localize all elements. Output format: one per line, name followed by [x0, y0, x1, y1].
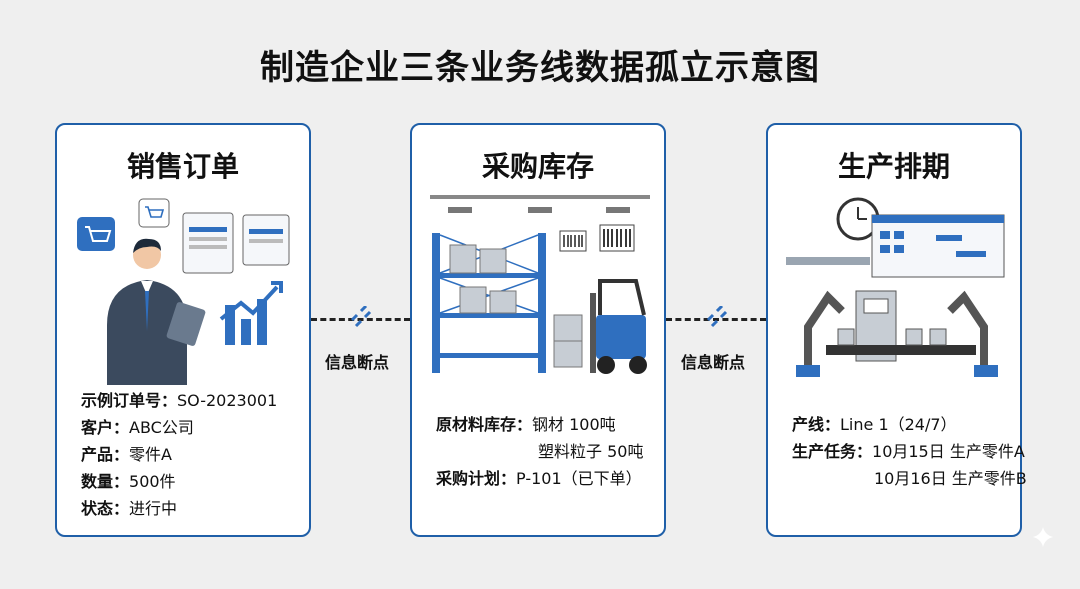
task-row: 10月16日 生产零件B [874, 469, 1027, 488]
broken-link-icon [706, 306, 728, 328]
sales-row: 状态：进行中 [81, 499, 178, 518]
break-label: 信息断点 [681, 353, 746, 372]
production-panel-title: 生产排期 [837, 150, 950, 183]
warehouse-illustration [430, 195, 650, 374]
page-title: 制造企业三条业务线数据孤立示意图 [260, 48, 820, 88]
task-row: 生产任务：10月15日 生产零件A [792, 442, 1025, 461]
purchase-info: 原材料库存：钢材 100吨 塑料粒子 50吨 采购计划：P-101（已下单） [436, 411, 652, 492]
purchase-panel-title: 采购库存 [481, 150, 594, 183]
dashed-connector [311, 318, 410, 321]
sales-panel-title: 销售订单 [126, 150, 239, 183]
production-info: 产线：Line 1（24/7） 生产任务：10月15日 生产零件A 10月16日… [792, 411, 1027, 492]
sales-row: 数量：500件 [81, 472, 176, 491]
purchase-inventory-panel: 采购库存 [410, 123, 666, 537]
sales-row: 产品：零件A [81, 445, 172, 464]
line-row: 产线：Line 1（24/7） [792, 415, 957, 434]
inventory-row: 塑料粒子 50吨 [538, 442, 644, 461]
factory-illustration [786, 197, 1005, 377]
inventory-row: 原材料库存：钢材 100吨 [436, 415, 616, 434]
break-label: 信息断点 [325, 353, 390, 372]
sparkle-icon [1033, 527, 1053, 547]
dashed-connector [666, 318, 766, 321]
sales-row: 客户：ABC公司 [81, 418, 194, 437]
salesperson-illustration [77, 198, 290, 385]
production-schedule-panel: 生产排期 产线：Line 1（24/7） 生产任务： [766, 123, 1027, 537]
sales-info: 示例订单号：SO-2023001 客户：ABC公司 产品：零件A 数量：500件… [81, 387, 297, 522]
broken-link-icon [350, 306, 372, 328]
plan-row: 采购计划：P-101（已下单） [436, 469, 642, 488]
sales-order-panel: 销售订单 示例订单号：SO-2023001 客户：ABC公司 [55, 123, 311, 537]
sales-row: 示例订单号：SO-2023001 [81, 391, 278, 410]
